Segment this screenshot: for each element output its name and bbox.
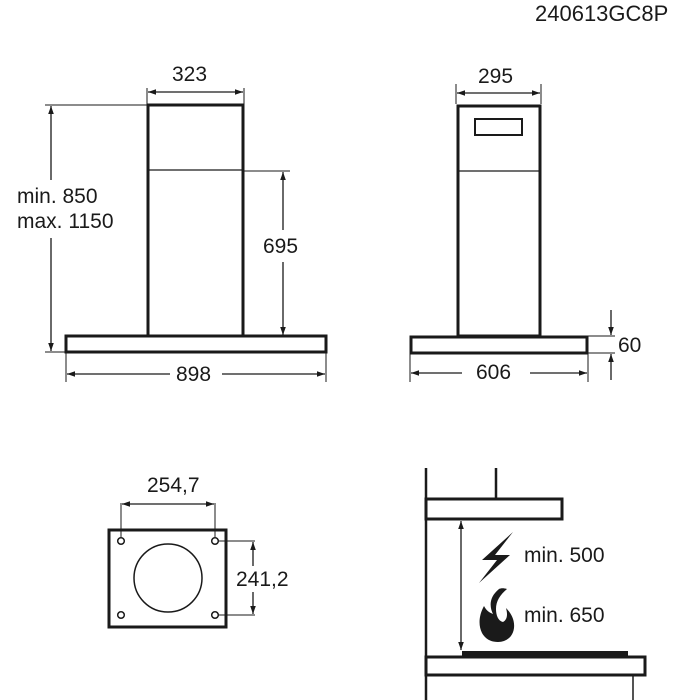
lightning-icon [479,532,513,583]
clearance-gas: min. 650 [524,604,605,627]
front-view [45,88,328,382]
screw-hole [116,536,126,546]
dim-height-min: min. 850 [17,185,98,208]
hood-canopy [424,497,564,521]
side-view [409,84,615,382]
screw-hole [210,536,220,546]
clearance-electric: min. 500 [524,544,605,567]
model-code: 240613GC8P [535,1,669,26]
side-canopy [409,335,589,355]
side-chimney [456,104,542,338]
dim-lower-chimney-height: 695 [263,235,299,258]
screw-hole [210,610,220,620]
flame-icon [479,588,515,642]
screw-hole [116,610,126,620]
dim-canopy-width: 898 [176,363,212,386]
front-canopy [64,334,328,354]
hob-surface [462,651,628,657]
dim-height-max: max. 1150 [17,210,114,233]
dim-hole-spacing-vertical: 241,2 [236,568,289,591]
worktop [424,655,647,677]
duct-opening [133,543,203,613]
dim-hole-spacing-horizontal: 254,7 [147,474,200,497]
mounting-plate [107,501,256,629]
dim-side-chimney-depth: 295 [478,65,514,88]
dim-canopy-depth: 606 [476,361,512,384]
dim-canopy-height: 60 [618,334,642,357]
dim-front-chimney-width: 323 [172,63,208,86]
clearance-view [424,468,647,700]
front-chimney [146,103,245,338]
side-vent-slot [474,118,523,136]
